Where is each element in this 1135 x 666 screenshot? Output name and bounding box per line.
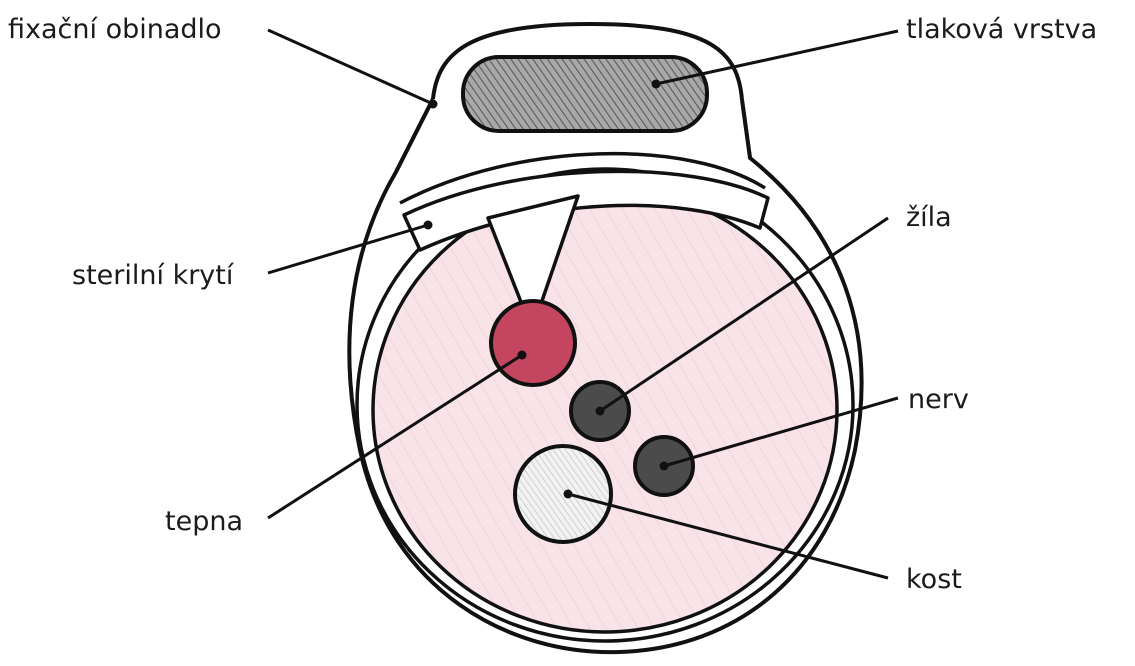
leader-fixation-bandage xyxy=(268,30,438,109)
bone xyxy=(515,446,611,542)
pressure-layer-pad xyxy=(463,57,707,131)
label-artery: tepna xyxy=(165,508,243,535)
label-nerve: nerv xyxy=(908,386,969,413)
label-vein: žíla xyxy=(906,204,952,231)
label-fixation-bandage: fixační obinadlo xyxy=(8,16,222,43)
label-sterile-cover: sterilní krytí xyxy=(72,262,233,289)
artery xyxy=(491,301,575,385)
label-bone: kost xyxy=(906,566,962,593)
label-pressure-layer: tlaková vrstva xyxy=(906,16,1097,43)
